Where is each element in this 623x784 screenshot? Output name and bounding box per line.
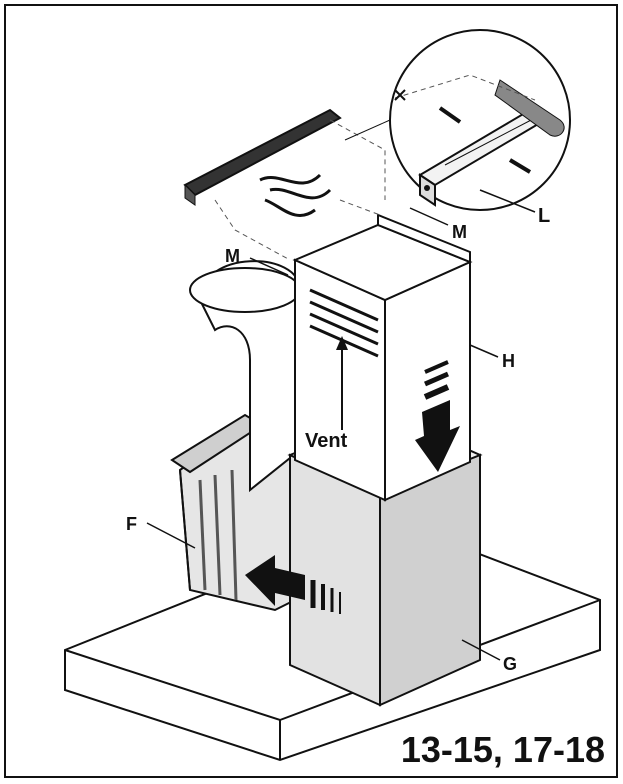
down-arrow-icon (415, 360, 460, 472)
step-numbers: 13-15, 17-18 (401, 729, 605, 770)
leader-m-left (249, 257, 289, 276)
left-arrow-icon (245, 555, 341, 614)
label-vent: Vent (305, 430, 348, 452)
leader-h (469, 344, 499, 358)
label-g: G (503, 654, 517, 674)
flexible-duct (189, 260, 301, 493)
leader-l (479, 189, 536, 213)
detail-magnifier (389, 29, 571, 211)
magnifier-connector (344, 119, 391, 141)
label-m-left: M (225, 246, 240, 266)
label-h: H (502, 351, 515, 371)
mounting-bracket (183, 108, 386, 261)
label-f: F (126, 514, 137, 534)
leader-m-top (409, 207, 449, 226)
label-m-top: M (452, 222, 467, 242)
leader-g (461, 639, 501, 661)
label-l: L (538, 205, 550, 227)
diagram-frame (4, 4, 618, 778)
vent-pointer-arrowhead (336, 336, 348, 350)
leader-f (146, 522, 196, 549)
